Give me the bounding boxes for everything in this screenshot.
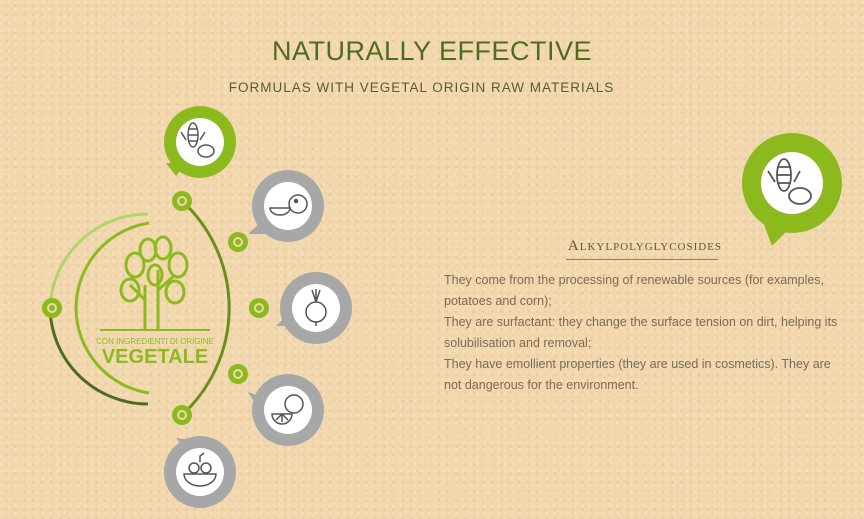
fruit-bowl-icon bbox=[183, 452, 217, 487]
beet-icon bbox=[305, 289, 327, 326]
page-title: NATURALLY EFFECTIVE bbox=[271, 36, 593, 66]
detail-title-underline bbox=[566, 259, 718, 260]
inner-ring bbox=[74, 221, 150, 395]
node-beet[interactable] bbox=[276, 272, 352, 344]
node-fruit-bowl[interactable] bbox=[164, 436, 236, 508]
badge-big-text: VEGETALE bbox=[102, 346, 208, 368]
node-dot-3[interactable] bbox=[249, 298, 269, 318]
corn-potato-icon bbox=[180, 122, 215, 158]
detail-line-1: They come from the processing of renewab… bbox=[444, 273, 825, 308]
badge-small-text: CON INGREDIENTI DI ORIGINE bbox=[96, 337, 214, 346]
detail-title: Alkylpolyglycosides bbox=[567, 238, 723, 254]
node-dot-1[interactable] bbox=[172, 191, 192, 211]
detail-line-2: They are surfactant: they change the sur… bbox=[444, 315, 838, 350]
node-dot-2[interactable] bbox=[228, 232, 248, 252]
tree-logo-icon bbox=[119, 235, 189, 330]
left-dot bbox=[42, 298, 62, 318]
outer-ring bbox=[48, 212, 149, 406]
citrus-icon bbox=[271, 394, 304, 425]
corn-potato-icon bbox=[767, 158, 812, 205]
node-dot-4[interactable] bbox=[228, 364, 248, 384]
detail-corn-potato bbox=[742, 133, 842, 246]
node-corn-potato[interactable] bbox=[164, 106, 236, 178]
page-subtitle: FORMULAS WITH VEGETAL ORIGIN RAW MATERIA… bbox=[228, 80, 615, 95]
node-dot-5[interactable] bbox=[172, 405, 192, 425]
node-citrus[interactable] bbox=[248, 374, 324, 446]
coconut-icon bbox=[269, 194, 308, 216]
connector-arc bbox=[180, 199, 231, 417]
detail-line-3: They have emollient properties (they are… bbox=[444, 357, 831, 392]
detail-description: They come from the processing of renewab… bbox=[444, 270, 839, 396]
node-coconut[interactable] bbox=[248, 170, 324, 242]
